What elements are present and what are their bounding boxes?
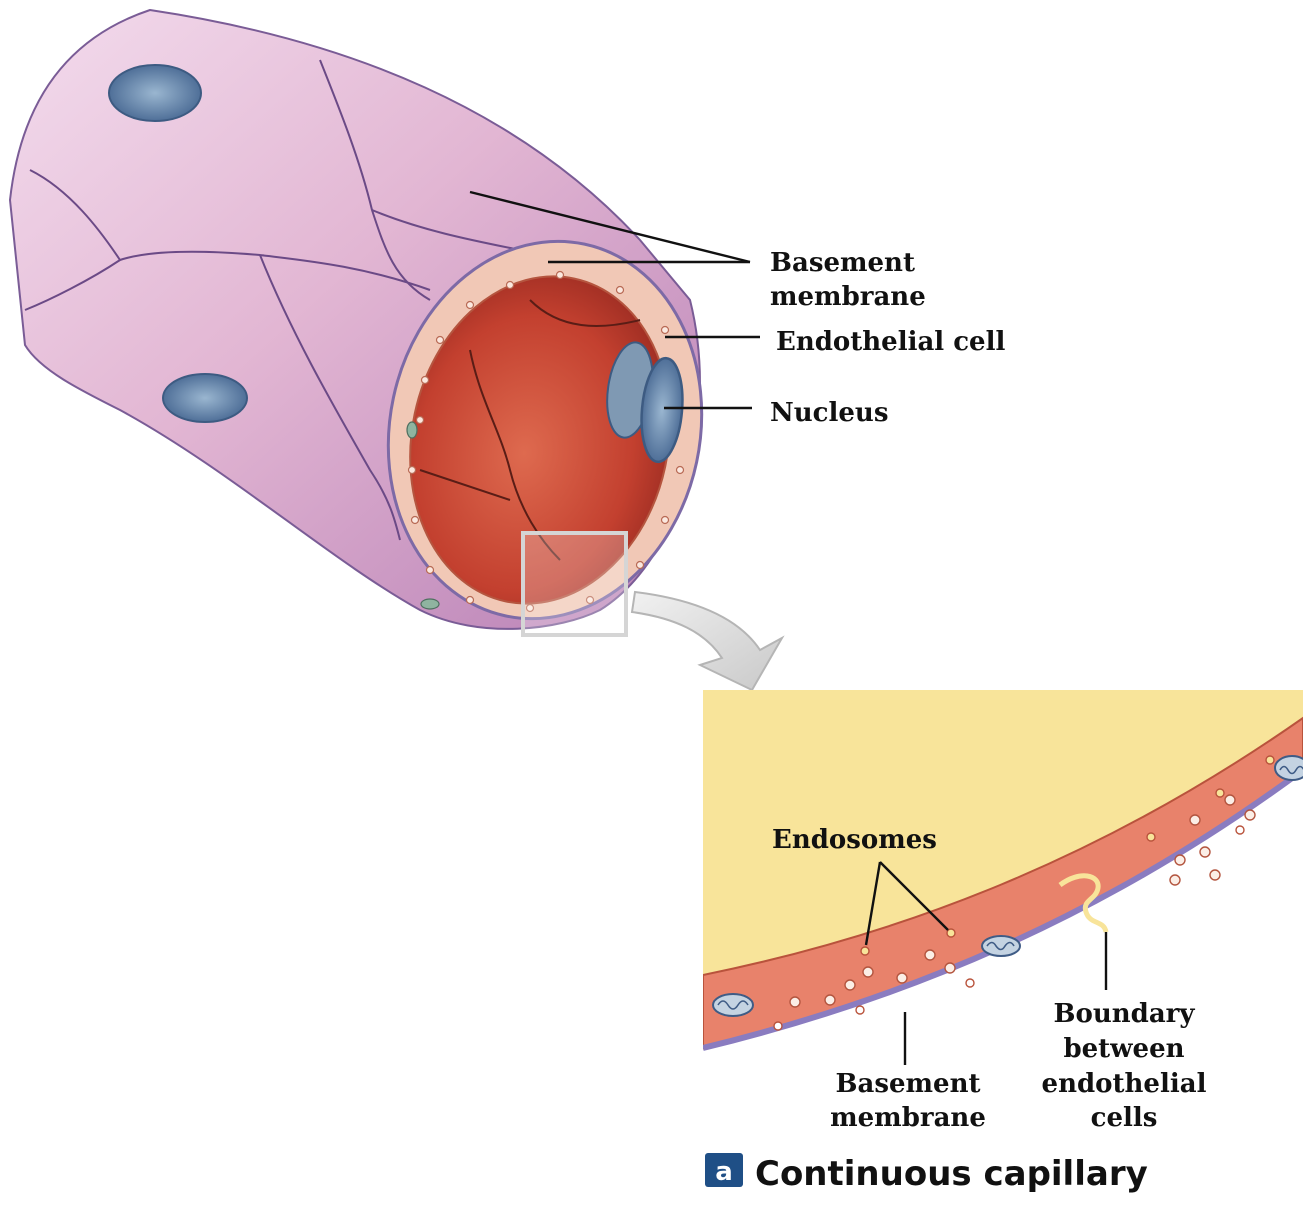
lumen-boundary-lines xyxy=(419,299,641,561)
capillary-tube xyxy=(8,8,704,637)
surface-nucleus-icon xyxy=(108,64,202,122)
label-nucleus: Nucleus xyxy=(770,398,888,428)
label-inset-basement-line2: membrane xyxy=(830,1103,986,1133)
mitochondrion-icon xyxy=(712,993,754,1017)
caption-title: Continuous capillary xyxy=(755,1154,1148,1194)
ring-nucleus-icon xyxy=(640,356,684,464)
caption-badge xyxy=(705,1153,743,1187)
label-boundary-line3: endothelial xyxy=(1042,1069,1207,1099)
basal-pits xyxy=(773,825,1245,1031)
ring-mitochondrion-icon xyxy=(406,421,418,439)
caption-badge-letter: a xyxy=(715,1157,733,1187)
inset-endosomes xyxy=(789,794,1256,1008)
magnify-arrow-icon xyxy=(630,590,785,692)
leader-endosome-b xyxy=(879,861,949,931)
label-boundary-line4: cells xyxy=(1091,1103,1158,1133)
inset-tissue xyxy=(703,770,1303,1060)
mitochondrion-icon xyxy=(1274,755,1303,781)
label-boundary-line1: Boundary xyxy=(1054,999,1196,1029)
label-basement-membrane-line2: membrane xyxy=(770,282,926,312)
ring-endosomes xyxy=(407,270,685,613)
ring-mitochondrion-icon xyxy=(420,598,440,610)
leader-endosome-a xyxy=(864,861,882,946)
label-inset-basement-line1: Basement xyxy=(836,1069,981,1099)
magnify-box xyxy=(521,531,628,637)
surface-pits xyxy=(860,755,1275,956)
leader-lines xyxy=(469,190,1108,1065)
label-endothelial-cell: Endothelial cell xyxy=(776,327,1005,357)
label-basement-membrane-line1: Basement xyxy=(770,248,915,278)
magnified-inset xyxy=(703,690,1303,1060)
leader-basement-outer xyxy=(469,190,751,264)
cell-junction xyxy=(1058,873,1109,933)
mitochondrion-icon xyxy=(981,935,1021,957)
cell-boundary-lines xyxy=(24,59,521,541)
label-boundary-line2: between xyxy=(1063,1034,1184,1064)
surface-nucleus-icon xyxy=(162,373,248,423)
tube-lumen xyxy=(409,275,671,605)
label-endosomes: Endosomes xyxy=(772,825,937,855)
